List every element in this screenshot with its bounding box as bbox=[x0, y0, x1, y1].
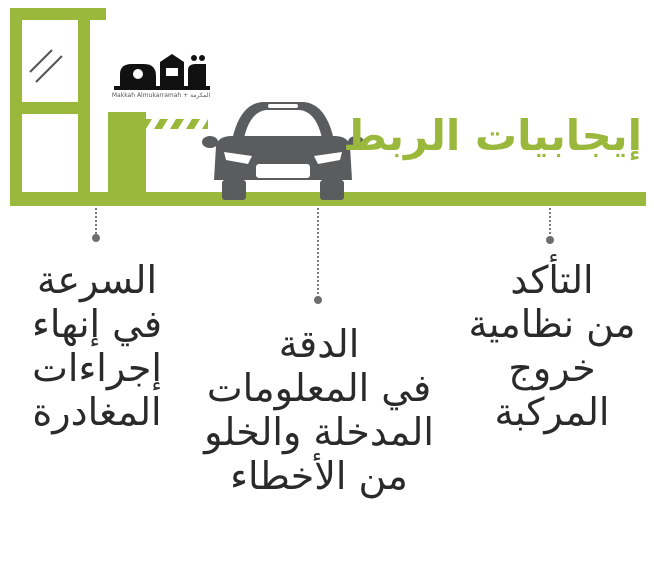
benefit-line: إجراءات bbox=[32, 346, 162, 390]
barrier-post bbox=[108, 112, 146, 198]
benefit-line: المركبة bbox=[494, 390, 610, 434]
booth-window-sill bbox=[10, 102, 90, 114]
benefit-line: في المعلومات bbox=[206, 366, 432, 410]
benefit-line: من نظامية bbox=[468, 302, 636, 346]
connector-right bbox=[546, 208, 554, 244]
benefit-line: من الأخطاء bbox=[230, 454, 408, 498]
makkah-logo-mark-icon bbox=[114, 54, 210, 90]
makkah-logo: Makkah Almukarramah + المكرمة bbox=[106, 52, 210, 106]
benefit-vehicle-exit-verification: التأكد من نظامية خروج المركبة bbox=[452, 258, 652, 434]
benefit-line: المغادرة bbox=[32, 390, 162, 434]
connector-dotted-line bbox=[549, 208, 551, 238]
connector-left bbox=[92, 208, 100, 242]
benefit-line: السرعة bbox=[36, 258, 158, 302]
benefit-line: خروج bbox=[508, 346, 596, 390]
benefit-departure-speed: السرعة في إنهاء إجراءات المغادرة bbox=[6, 258, 188, 434]
connector-dot bbox=[546, 236, 554, 244]
connector-dot bbox=[314, 296, 322, 304]
logo-tagline: Makkah Almukarramah + المكرمة bbox=[111, 92, 211, 99]
connector-middle bbox=[314, 208, 322, 304]
connector-dotted-line bbox=[317, 208, 319, 298]
booth-window bbox=[22, 20, 78, 102]
connector-dotted-line bbox=[95, 208, 97, 236]
benefit-line: الدقة bbox=[278, 322, 360, 366]
car-icon bbox=[202, 102, 364, 200]
benefit-data-accuracy: الدقة في المعلومات المدخلة والخلو من الأ… bbox=[188, 322, 450, 498]
connector-dot bbox=[92, 234, 100, 242]
booth-roof bbox=[10, 8, 106, 20]
window-glare-icon bbox=[29, 49, 63, 83]
benefit-line: التأكد bbox=[510, 258, 594, 302]
benefit-line: المدخلة والخلو bbox=[204, 410, 434, 454]
barrier-arm-icon bbox=[146, 119, 208, 129]
benefit-line: في إنهاء bbox=[31, 302, 162, 346]
infographic-title: إيجابيات الربط bbox=[343, 111, 642, 160]
